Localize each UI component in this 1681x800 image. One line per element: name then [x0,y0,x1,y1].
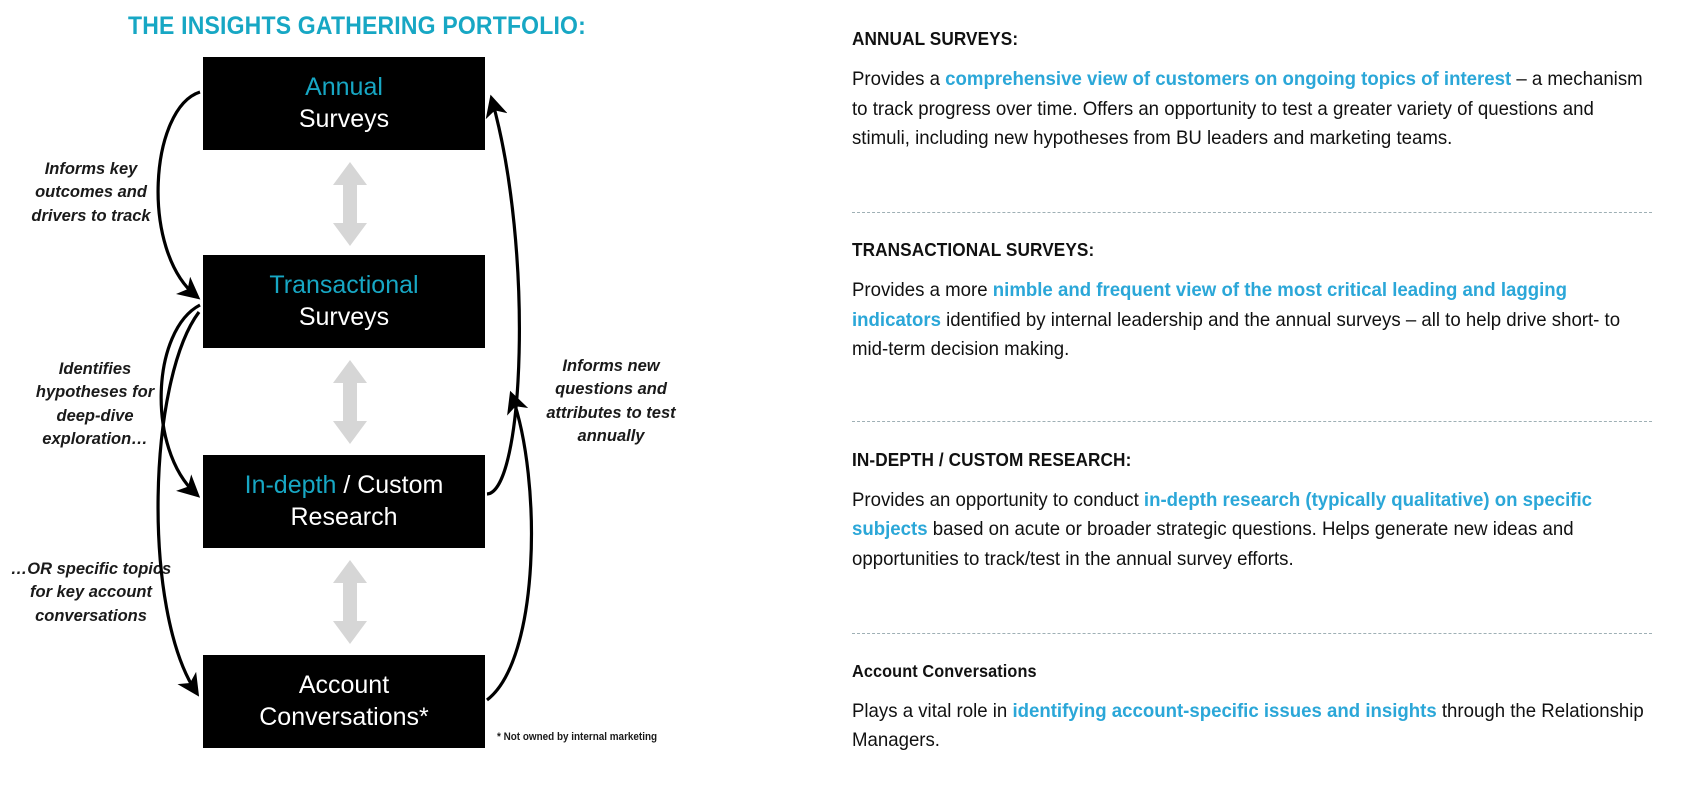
highlighted-phrase: comprehensive view of customers on ongoi… [945,68,1512,90]
section-heading: ANNUAL SURVEYS: [852,28,1019,49]
flow-box-plain-word: Account [298,671,390,699]
flow-box-line2: Research [290,502,398,531]
flow-box-line2: Surveys [298,302,390,331]
up-down-double-arrow-icon [333,560,367,644]
note-informs-new-questions: Informs new questions and attributes to … [546,357,676,446]
body-text: Provides a [852,68,946,90]
body-text: Provides a more [852,278,993,301]
flow-box-line2: Surveys [298,104,390,133]
flow-box-accent-word: Annual [305,73,383,101]
arrow-indepth-to-annual [485,94,521,496]
flow-box-transactional-surveys[interactable]: Transactional Surveys [203,255,485,348]
section-body: Plays a vital role in identifying accoun… [852,697,1645,756]
section-body: Provides a comprehensive view of custome… [852,65,1645,154]
up-down-double-arrow-icon [333,162,367,246]
flow-box-account-conversations[interactable]: Account Conversations* [203,655,485,748]
body-text: Plays a vital role in [852,699,1013,722]
highlighted-phrase: nimble and frequent view of the most cri… [852,278,1568,331]
note-identifies-hypotheses: Identifies hypotheses for deep-dive expl… [35,360,155,449]
footnote-not-owned: * Not owned by internal marketing [497,731,658,743]
section-divider [852,420,1652,422]
flow-box-line1: Transactional [269,270,418,302]
section-body: Provides a more nimble and frequent view… [852,276,1645,365]
section-body: Provides an opportunity to conduct in-de… [852,486,1645,575]
flow-box-accent-word: In-depth [244,471,337,499]
section-heading: TRANSACTIONAL SURVEYS: [852,238,1095,260]
up-down-double-arrow-icon [333,360,367,444]
flow-box-plain-word: / Custom [336,471,444,499]
note-informs-key-outcomes: Informs key outcomes and drivers to trac… [31,160,151,225]
body-text: through the Relationship Managers. [852,699,1644,752]
detail-section-annual-surveys: ANNUAL SURVEYS: Provides a comprehensive… [852,28,1652,154]
flow-diagram-panel: THE INSIGHTS GATHERING PORTFOLIO: Annual… [0,0,760,800]
body-text: identified by internal leadership and th… [852,308,1621,361]
section-divider [852,632,1652,634]
section-heading: Account Conversations [852,660,1037,681]
flow-box-annual-surveys[interactable]: Annual Surveys [203,57,485,150]
body-text: Provides an opportunity to conduct [852,488,1144,511]
flow-box-accent-word: Transactional [269,271,419,299]
detail-section-transactional-surveys: TRANSACTIONAL SURVEYS: Provides a more n… [852,239,1652,365]
flow-box-line1: Account [299,670,389,702]
flow-box-line1: Annual [305,72,383,104]
details-panel: ANNUAL SURVEYS: Provides a comprehensive… [852,28,1652,756]
section-divider [852,211,1652,213]
body-text: based on acute or broader strategic ques… [852,518,1574,570]
detail-section-indepth-custom-research: IN-DEPTH / CUSTOM RESEARCH: Provides an … [852,449,1652,575]
flow-box-line2: Conversations* [259,702,429,731]
section-heading: IN-DEPTH / CUSTOM RESEARCH: [852,448,1132,470]
flow-box-line1: In-depth / Custom [245,470,444,502]
body-text: – a mechanism to track progress over tim… [852,68,1643,150]
highlighted-phrase: identifying account-specific issues and … [1012,699,1437,722]
highlighted-phrase: in-depth research (typically qualitative… [852,488,1593,541]
detail-section-account-conversations: Account Conversations Plays a vital role… [852,661,1652,756]
arrow-account-to-indepth [486,390,534,702]
flow-box-indepth-custom-research[interactable]: In-depth / Custom Research [203,455,485,548]
page-title: THE INSIGHTS GATHERING PORTFOLIO: [128,12,586,40]
note-or-specific-topics: …OR specific topics for key account conv… [10,560,172,625]
